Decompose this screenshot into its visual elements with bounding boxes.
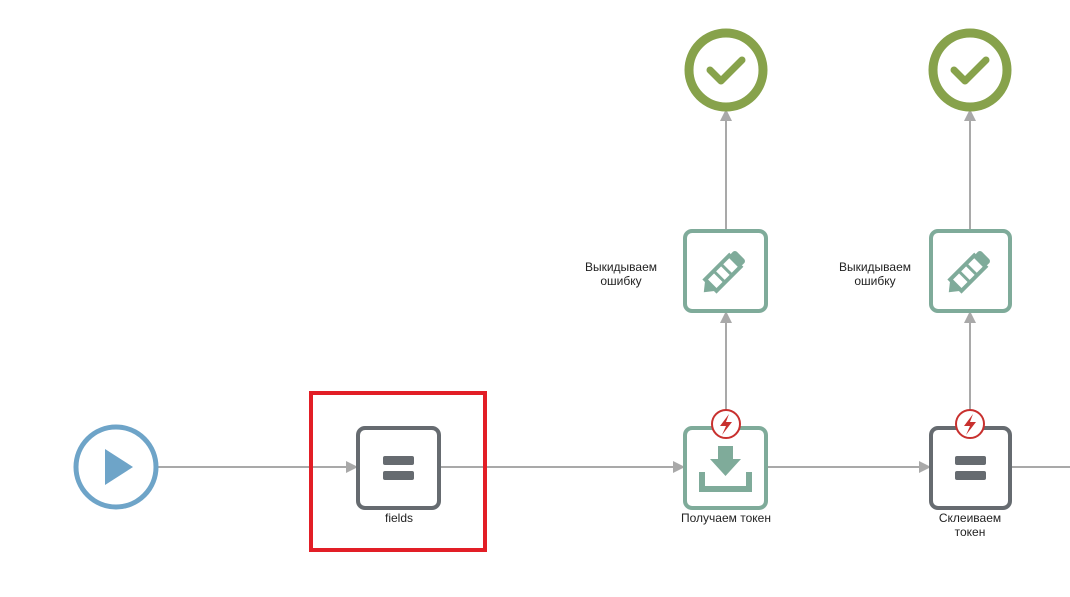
glue-token-label-line1: Склеиваем	[938, 511, 1002, 525]
error-boundary-get-token[interactable]	[711, 409, 741, 439]
get-token-task[interactable]	[683, 426, 768, 510]
throw-error-task-1[interactable]	[683, 229, 768, 313]
end-event-1[interactable]	[684, 28, 768, 112]
glue-token-label: Склеиваем токен	[920, 511, 1020, 539]
fields-task[interactable]	[356, 426, 441, 510]
end-event-2[interactable]	[928, 28, 1012, 112]
lightning-icon	[964, 414, 976, 435]
fields-label: fields	[384, 511, 413, 525]
check-icon	[950, 56, 990, 85]
play-icon	[105, 449, 133, 485]
error-boundary-glue-token[interactable]	[955, 409, 985, 439]
throw-error-2-label-line1: Выкидываем	[838, 260, 912, 274]
download-icon	[699, 446, 752, 492]
script-icon	[383, 456, 414, 480]
start-event[interactable]	[73, 424, 159, 510]
sequence-flows	[157, 109, 1070, 473]
selection-highlight	[309, 391, 487, 552]
glue-token-label-line2: токен	[954, 525, 986, 539]
lightning-icon	[720, 414, 732, 435]
pencil-icon	[947, 251, 990, 294]
throw-error-2-label-line2: ошибку	[854, 274, 896, 288]
throw-error-1-label-line1: Выкидываем	[584, 260, 658, 274]
throw-error-2-label: Выкидываем ошибку	[824, 260, 926, 288]
glue-token-task[interactable]	[929, 426, 1012, 510]
throw-error-task-2[interactable]	[929, 229, 1012, 313]
throw-error-1-label-line2: ошибку	[600, 274, 642, 288]
script-icon	[955, 456, 986, 480]
pencil-icon	[702, 251, 745, 294]
throw-error-1-label: Выкидываем ошибку	[570, 260, 672, 288]
get-token-label: Получаем токен	[681, 511, 771, 525]
check-icon	[706, 56, 746, 85]
